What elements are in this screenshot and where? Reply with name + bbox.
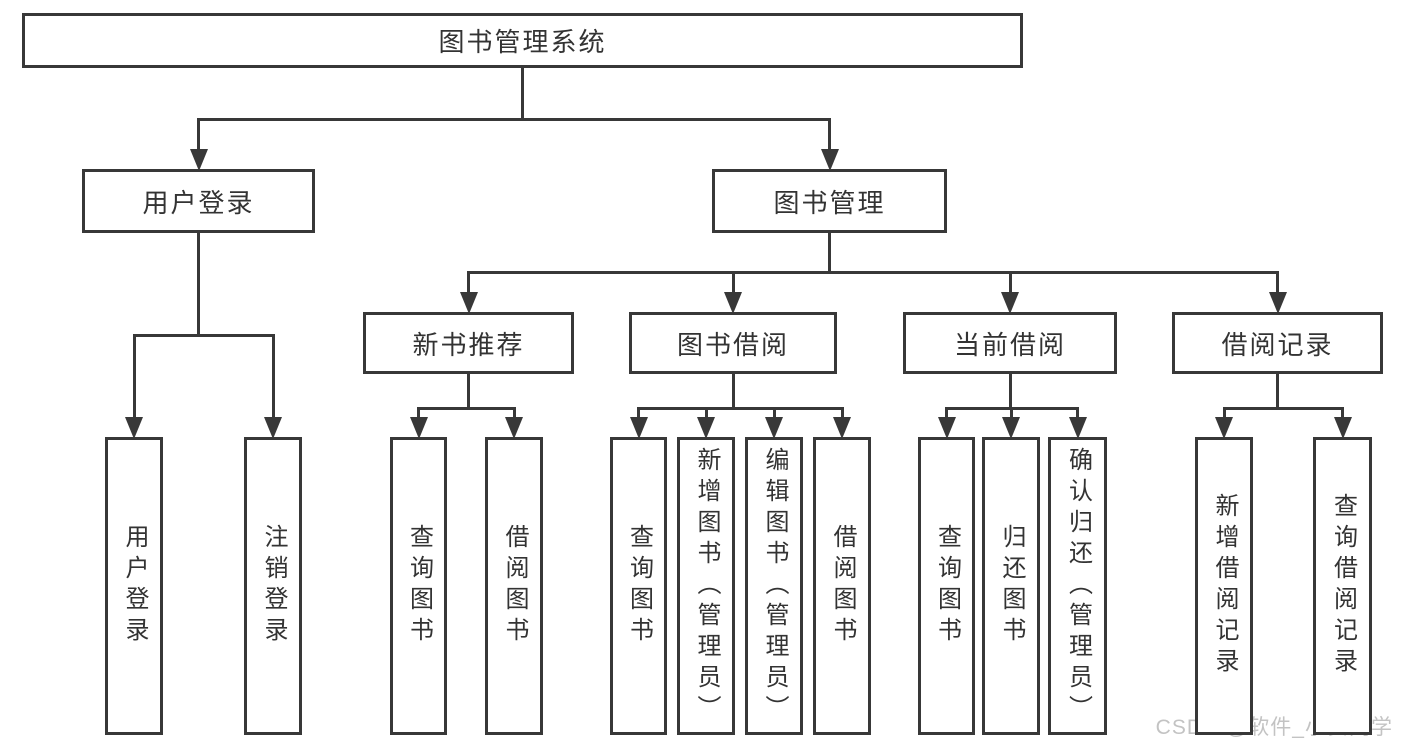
connector-line: [1276, 374, 1279, 408]
connector-line: [1222, 406, 1344, 410]
node-label: 借阅记录: [1221, 329, 1334, 360]
node-label: 图书借阅: [676, 329, 789, 360]
node-leaf-query-books-rec: 查询图书: [390, 437, 447, 735]
node-book-management: 图书管理: [712, 169, 947, 233]
connector-line: [467, 374, 470, 408]
connector-line: [1276, 272, 1279, 294]
arrowhead-down-icon: [459, 292, 478, 314]
arrowhead-down-icon: [1068, 417, 1087, 439]
node-leaf-confirm-return-admin: 确认归还（管理员）: [1048, 437, 1107, 735]
node-leaf-borrow-books-rec: 借阅图书: [485, 437, 543, 735]
arrowhead-down-icon: [1268, 292, 1287, 314]
connector-line: [417, 406, 516, 410]
node-leaf-query-books-borrow: 查询图书: [610, 437, 667, 735]
node-leaf-add-borrow-record: 新增借阅记录: [1195, 437, 1253, 735]
connector-line: [512, 408, 516, 419]
node-label: 查询图书: [625, 524, 653, 648]
arrowhead-down-icon: [264, 417, 282, 439]
arrowhead-down-icon: [505, 417, 523, 439]
node-user-login: 用户登录: [82, 169, 315, 233]
node-label: 查询图书: [933, 524, 961, 648]
connector-line: [467, 270, 1279, 274]
connector-line: [197, 119, 200, 151]
node-leaf-logout: 注销登录: [244, 437, 302, 735]
node-label: 归还图书: [998, 524, 1025, 648]
arrowhead-down-icon: [697, 417, 715, 439]
connector-line: [197, 233, 200, 335]
node-label: 用户登录: [142, 187, 255, 218]
arrowhead-down-icon: [937, 417, 956, 439]
connector-line: [1008, 374, 1012, 408]
node-library-management-system: 图书管理系统: [22, 13, 1023, 68]
connector-line: [132, 333, 275, 337]
arrowhead-down-icon: [125, 417, 143, 439]
node-label: 新书推荐: [412, 329, 525, 360]
node-label: 编辑图书（管理员）: [761, 446, 788, 726]
node-book-borrowing: 图书借阅: [629, 312, 837, 374]
node-label: 新增借阅记录: [1211, 493, 1238, 679]
node-label: 借阅图书: [829, 524, 856, 648]
node-label: 借阅图书: [501, 524, 528, 648]
node-leaf-query-borrow-record: 查询借阅记录: [1313, 437, 1372, 735]
arrowhead-down-icon: [1215, 417, 1233, 439]
node-new-book-recommendation: 新书推荐: [363, 312, 574, 374]
arrowhead-down-icon: [833, 417, 851, 439]
connector-line: [731, 374, 735, 408]
connector-line: [731, 272, 735, 294]
arrowhead-down-icon: [765, 417, 783, 439]
node-leaf-user-login: 用户登录: [105, 437, 163, 735]
connector-line: [828, 233, 831, 272]
connector-line: [840, 408, 844, 419]
connector-line: [467, 272, 470, 294]
connector-line: [132, 335, 136, 419]
arrowhead-down-icon: [629, 417, 648, 439]
node-borrowing-records: 借阅记录: [1172, 312, 1383, 374]
node-label: 查询图书: [405, 524, 433, 648]
node-leaf-add-book-admin: 新增图书（管理员）: [677, 437, 735, 735]
connector-line: [772, 408, 776, 419]
connector-line: [1222, 408, 1226, 419]
connector-line: [637, 406, 844, 410]
arrowhead-down-icon: [1333, 417, 1352, 439]
node-label: 查询借阅记录: [1329, 493, 1357, 679]
node-leaf-query-books-current: 查询图书: [918, 437, 975, 735]
node-label: 图书管理: [773, 187, 886, 218]
connector-line: [1008, 272, 1012, 294]
arrowhead-down-icon: [189, 149, 208, 171]
node-current-borrowing: 当前借阅: [903, 312, 1117, 374]
connector-line: [1009, 408, 1013, 419]
node-label: 新增图书（管理员）: [693, 446, 720, 726]
connector-line: [521, 68, 524, 119]
node-leaf-return-book: 归还图书: [982, 437, 1040, 735]
connector-line: [1341, 408, 1344, 419]
connector-line: [271, 335, 275, 419]
node-label: 图书管理系统: [438, 27, 607, 57]
node-label: 当前借阅: [953, 329, 1066, 360]
node-label: 注销登录: [260, 524, 287, 648]
node-leaf-edit-book-admin: 编辑图书（管理员）: [745, 437, 803, 735]
connector-line: [417, 408, 420, 419]
node-label: 用户登录: [121, 524, 148, 648]
connector-line: [197, 117, 831, 121]
node-label: 确认归还（管理员）: [1064, 446, 1092, 726]
arrowhead-down-icon: [820, 149, 839, 171]
arrowhead-down-icon: [1001, 292, 1019, 314]
connector-line: [828, 119, 831, 151]
connector-line: [1076, 408, 1079, 419]
arrowhead-down-icon: [409, 417, 428, 439]
arrowhead-down-icon: [724, 292, 742, 314]
connector-line: [945, 408, 948, 419]
arrowhead-down-icon: [1002, 417, 1020, 439]
node-leaf-borrow-books-borrow: 借阅图书: [813, 437, 871, 735]
connector-line: [637, 408, 640, 419]
connector-line: [704, 408, 708, 419]
